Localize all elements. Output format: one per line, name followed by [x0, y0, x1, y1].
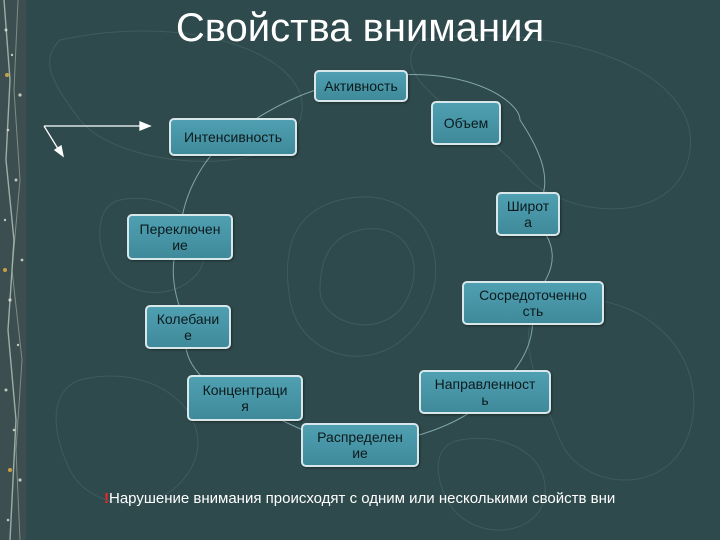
node-shirota: Широт а: [496, 192, 560, 236]
warning-mark: !: [104, 490, 109, 507]
node-sosredotochennost: Сосредоточенно сть: [462, 281, 604, 325]
node-napravlennost: Направленност ь: [419, 370, 551, 414]
node-obem: Объем: [431, 101, 501, 145]
node-pereklyuchenie: Переключен ие: [127, 214, 233, 260]
arrow-icons: [43, 121, 152, 158]
node-raspredelenie: Распределен ие: [301, 423, 419, 467]
slide-title: Свойства внимания: [175, 6, 545, 50]
node-aktivnost: Активность: [314, 70, 408, 102]
footnote: !Нарушение внимания происходят с одним и…: [104, 490, 720, 507]
node-kolebanie: Колебани е: [145, 305, 231, 349]
node-koncentraciya: Концентраци я: [187, 375, 303, 421]
node-intensivnost: Интенсивность: [169, 118, 297, 156]
footnote-text: Нарушение внимания происходят с одним ил…: [109, 490, 616, 507]
left-edge-texture: [0, 0, 26, 540]
